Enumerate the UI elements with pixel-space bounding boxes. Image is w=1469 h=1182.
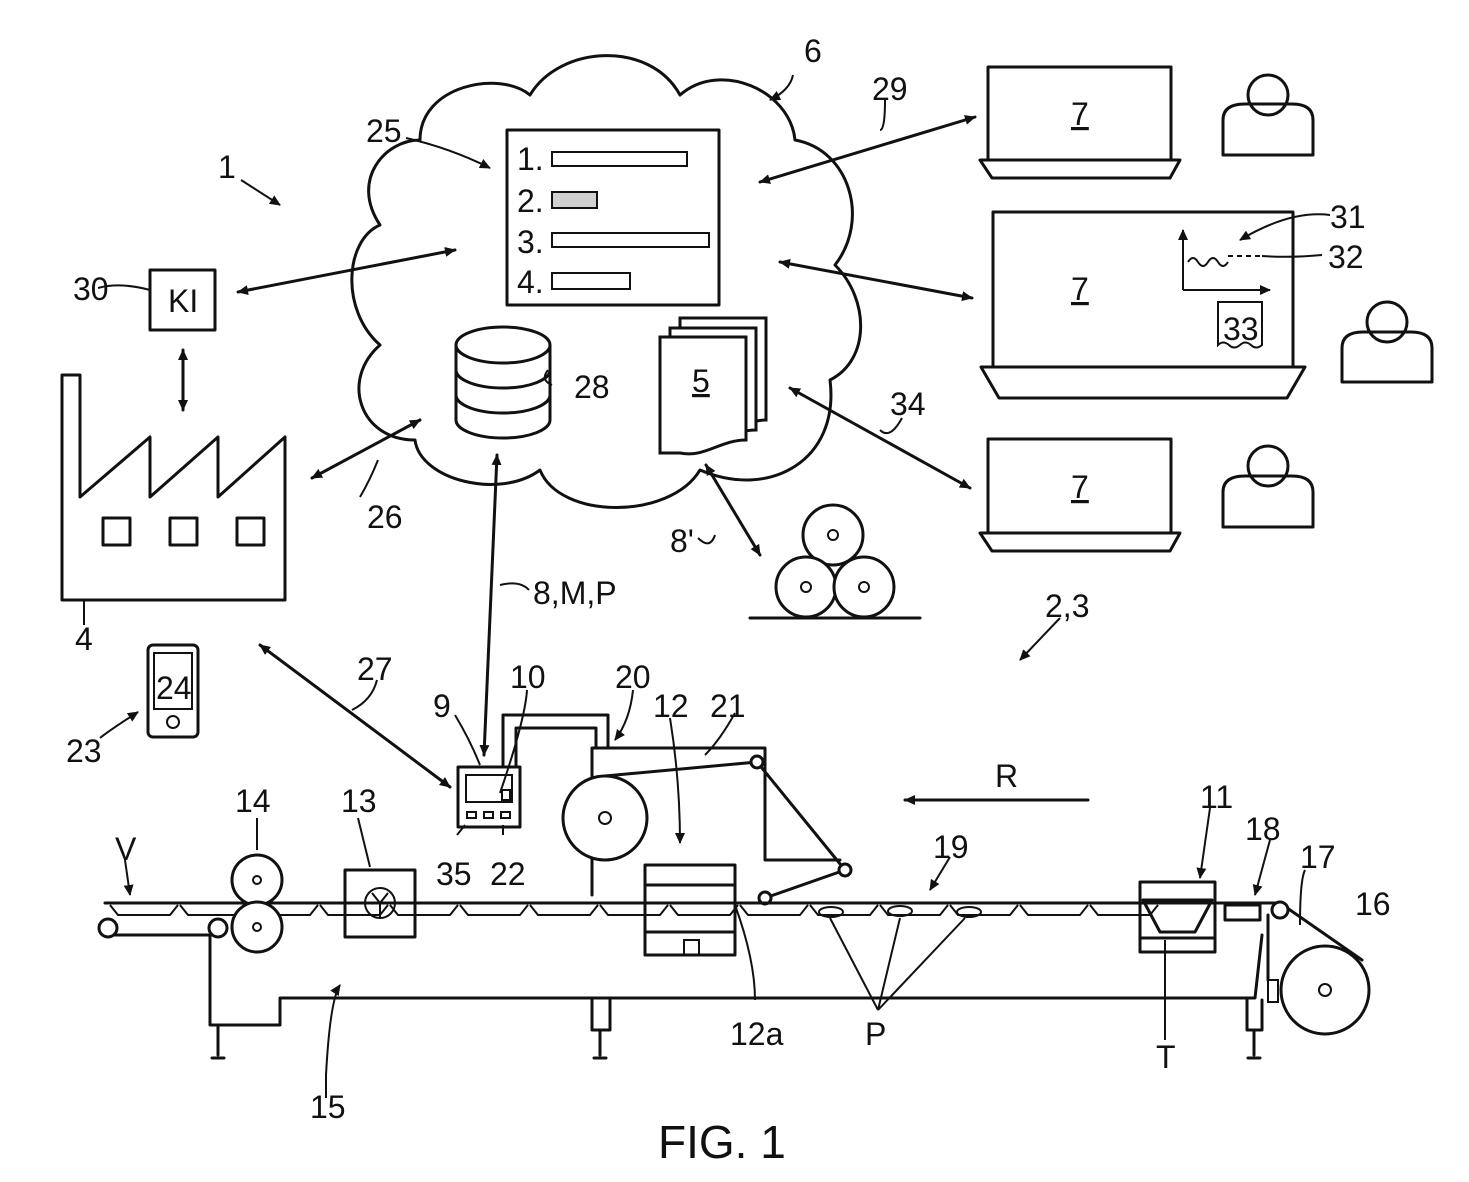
label-19: 19 [933, 829, 969, 865]
label-4: 4 [75, 621, 93, 657]
label-12a: 12a [730, 1016, 784, 1052]
mobile-device-icon: 24 [148, 645, 198, 737]
feed-unit-20 [563, 748, 851, 904]
label-26: 26 [367, 499, 403, 535]
label-V: V [115, 831, 137, 867]
label-8p: 8' [670, 523, 694, 559]
label-27: 27 [357, 651, 393, 687]
label-35: 35 [436, 856, 472, 892]
list-item-2: 2. [517, 183, 544, 219]
station-12 [645, 865, 735, 955]
label-34: 34 [890, 386, 926, 422]
list-item-3: 3. [517, 224, 544, 260]
label-1: 1 [218, 149, 236, 185]
figure-caption: FIG. 1 [658, 1116, 786, 1168]
terminal-middle-label: 7 [1071, 271, 1089, 307]
label-14: 14 [235, 783, 271, 819]
terminal-top-label: 7 [1071, 96, 1089, 132]
station-11 [1140, 882, 1215, 952]
label-2-3: 2,3 [1045, 588, 1089, 624]
label-22: 22 [490, 856, 526, 892]
report-number: 33 [1223, 311, 1259, 347]
label-17: 17 [1300, 839, 1336, 875]
label-32: 32 [1328, 239, 1364, 275]
database-icon [456, 327, 550, 438]
label-10: 10 [510, 659, 546, 695]
label-12: 12 [653, 688, 689, 724]
label-6: 6 [804, 33, 822, 69]
label-11: 11 [1200, 779, 1233, 815]
list-item-4: 4. [517, 264, 544, 300]
label-31: 31 [1330, 199, 1366, 235]
user-icon [1223, 446, 1313, 527]
label-T: T [1156, 1039, 1176, 1075]
connection-arrows [183, 117, 1088, 800]
label-15: 15 [310, 1089, 346, 1125]
terminal-middle: 7 33 [981, 212, 1305, 398]
film-rolls-icon [750, 505, 920, 618]
terminal-bottom: 7 [980, 439, 1180, 551]
user-icon [1342, 302, 1432, 382]
label-8MP: 8,M,P [533, 575, 617, 611]
label-25: 25 [366, 113, 402, 149]
document-stack-icon: 5 [660, 318, 766, 454]
user-icon [1223, 75, 1313, 155]
ai-box-label: KI [168, 283, 198, 319]
terminal-bottom-label: 7 [1071, 469, 1089, 505]
label-30: 30 [73, 271, 109, 307]
cloud-shape [352, 56, 861, 508]
label-20: 20 [615, 659, 651, 695]
ranked-list-panel: 1. 2. 3. 4. [507, 130, 719, 305]
label-23: 23 [66, 733, 102, 769]
label-21: 21 [710, 688, 746, 724]
label-28: 28 [574, 369, 610, 405]
label-13: 13 [341, 783, 377, 819]
list-item-1: 1. [517, 141, 544, 177]
sensor-18 [1225, 905, 1260, 920]
film-roll-16 [1268, 902, 1369, 1034]
ai-box: KI [150, 270, 215, 330]
terminal-top: 7 [980, 67, 1180, 178]
label-P: P [865, 1016, 886, 1052]
label-9: 9 [433, 688, 451, 724]
factory-icon [62, 375, 285, 600]
label-R: R [995, 758, 1018, 794]
label-18: 18 [1245, 811, 1281, 847]
label-29: 29 [872, 71, 908, 107]
document-number: 5 [692, 363, 710, 399]
reference-labels: 6 29 25 1 31 32 30 28 34 26 8' 8,M,P 2,3… [66, 33, 1391, 1125]
controller-unit[interactable] [458, 767, 520, 827]
label-16: 16 [1355, 886, 1391, 922]
mobile-screen-number: 24 [156, 670, 192, 706]
